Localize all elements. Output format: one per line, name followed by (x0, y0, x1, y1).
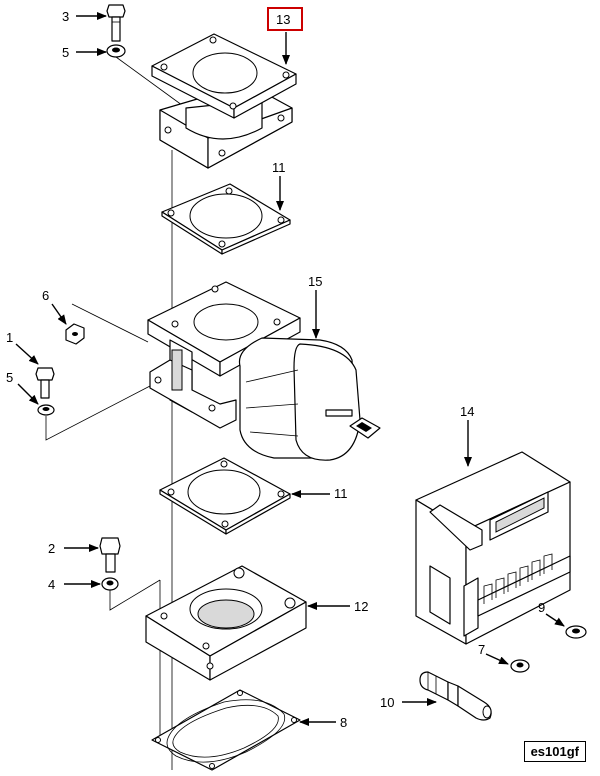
nut-axis-line (71, 303, 149, 343)
callout-1[interactable]: 1 (6, 330, 13, 345)
part-5-washer-top[interactable] (106, 44, 126, 58)
part-2-bolt[interactable] (99, 537, 121, 573)
part-1-bolt[interactable] (35, 367, 55, 399)
callout-15[interactable]: 15 (308, 274, 322, 289)
part-4-washer[interactable] (101, 577, 119, 591)
part-11-gasket-upper[interactable] (161, 183, 291, 255)
part-7-washer[interactable] (510, 659, 530, 673)
part-11-gasket-lower[interactable] (159, 457, 291, 535)
heatsink-fins (483, 553, 553, 604)
leader-9 (545, 613, 565, 627)
part-15-gear-motor-assembly[interactable] (147, 281, 381, 461)
callout-13-highlight-box (267, 7, 303, 31)
callout-5-lower[interactable]: 5 (6, 370, 13, 385)
callout-11-lower[interactable]: 11 (334, 486, 348, 501)
callout-8[interactable]: 8 (340, 715, 347, 730)
callout-5-top[interactable]: 5 (62, 45, 69, 60)
leader-1 (15, 343, 39, 365)
part-5-washer-lower[interactable] (37, 404, 55, 416)
bolt-1-axis-line (45, 385, 151, 441)
part-3-bolt[interactable] (106, 4, 126, 42)
part-14-motor-controller[interactable] (415, 451, 571, 645)
part-10-fitting[interactable] (419, 671, 492, 721)
callout-4[interactable]: 4 (48, 577, 55, 592)
part-6-nut[interactable] (65, 323, 85, 345)
callout-11-upper[interactable]: 11 (272, 160, 286, 175)
bolt-axis-line (115, 56, 187, 109)
callout-6[interactable]: 6 (42, 288, 49, 303)
callout-9[interactable]: 9 (538, 600, 545, 615)
part-8-bottom-gasket[interactable] (151, 689, 301, 771)
callout-7[interactable]: 7 (478, 642, 485, 657)
leader-5b (17, 383, 39, 405)
part-12-adapter-plate[interactable] (145, 565, 307, 681)
callout-10[interactable]: 10 (380, 695, 394, 710)
bolt-2-axis-line (109, 579, 161, 611)
callout-2[interactable]: 2 (48, 541, 55, 556)
drawing-reference-label: es101gf (523, 741, 586, 762)
part-9-washer[interactable] (565, 625, 587, 639)
callout-12[interactable]: 12 (354, 599, 368, 614)
callout-14[interactable]: 14 (460, 404, 474, 419)
leader-6 (51, 303, 67, 325)
leader-7 (485, 653, 509, 665)
callout-13[interactable]: 13 (276, 12, 290, 27)
callout-3[interactable]: 3 (62, 9, 69, 24)
part-13-upper-housing[interactable] (151, 33, 297, 169)
